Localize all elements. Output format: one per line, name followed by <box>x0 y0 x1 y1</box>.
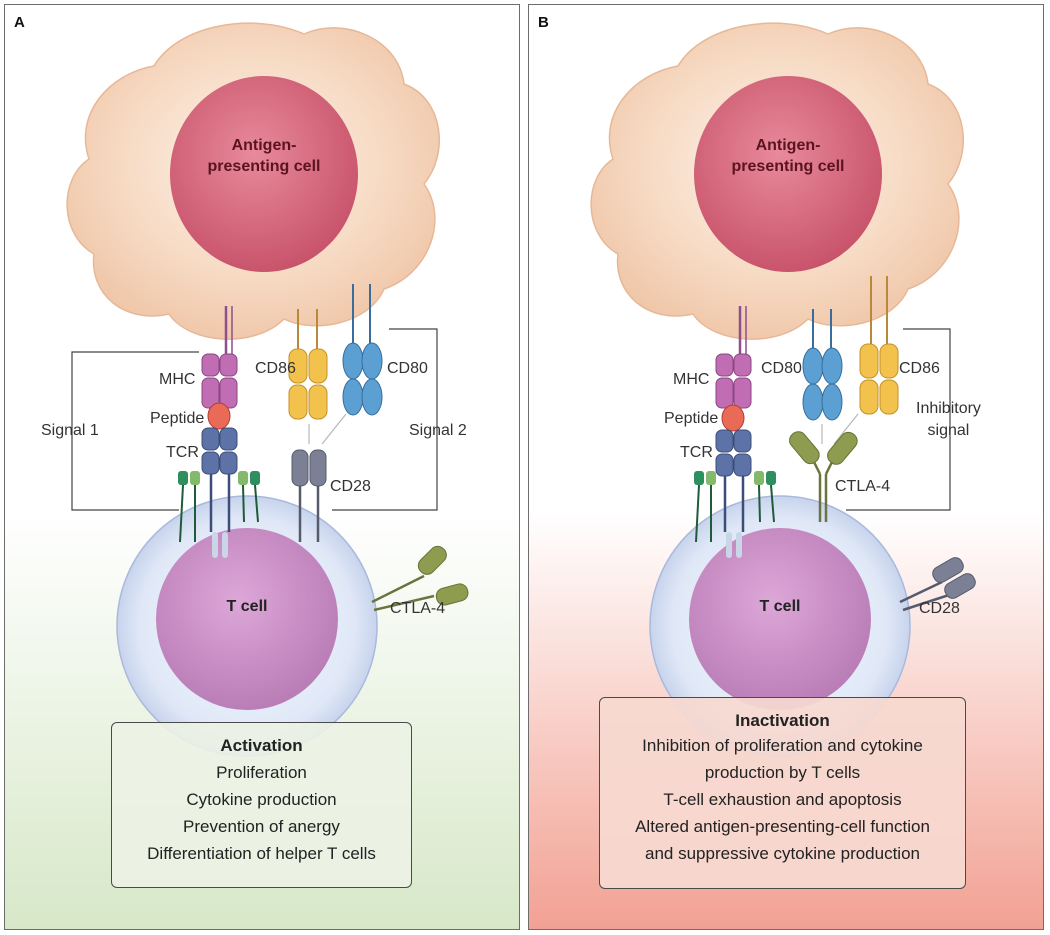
apc-label: Antigen- presenting cell <box>698 135 878 177</box>
binding-arrow-cd80-cd28 <box>321 413 347 445</box>
inactivation-item: T-cell exhaustion and apoptosis <box>663 790 902 809</box>
cd80-molecule <box>342 284 383 416</box>
cd3-accessory-molecules <box>694 471 776 543</box>
cd86-molecule <box>288 309 328 420</box>
tcr-label: TCR <box>680 444 713 461</box>
inactivation-item: Altered antigen-presenting-cell function <box>635 817 930 836</box>
inhibitory-signal-bracket <box>846 328 951 511</box>
mhc-molecule <box>715 353 752 409</box>
activation-item: Prevention of anergy <box>183 817 340 836</box>
signal1-label: Signal 1 <box>41 422 99 439</box>
cd86-label: CD86 <box>899 360 940 377</box>
ctla4-molecule <box>789 431 858 522</box>
tcr-molecule <box>715 429 752 558</box>
cd28-molecule <box>899 557 976 612</box>
apc-nucleus <box>694 76 882 272</box>
inactivation-item: and suppressive cytokine production <box>645 844 920 863</box>
activation-item: Differentiation of helper T cells <box>147 844 376 863</box>
ctla4-molecule <box>371 545 469 612</box>
ctla4-label: CTLA-4 <box>835 478 891 495</box>
cd80-molecule <box>802 309 843 421</box>
apc-label-line2: presenting cell <box>731 158 845 175</box>
tcell-nucleus <box>689 528 871 710</box>
cd28-label: CD28 <box>330 478 371 495</box>
cd86-molecule <box>859 276 899 415</box>
activation-title: Activation <box>220 736 303 755</box>
binding-arrow-cd86-ctla4 <box>833 413 859 445</box>
cd3-accessory-molecules <box>178 471 260 543</box>
inhibitory-line1: Inhibitory <box>916 400 981 417</box>
mhc-label: MHC <box>673 371 710 388</box>
apc-label: Antigen- presenting cell <box>174 135 354 177</box>
tcell-label: T cell <box>759 598 801 615</box>
inactivation-box: Inactivation Inhibition of proliferation… <box>599 697 966 889</box>
apc-label-line1: Antigen- <box>231 137 297 154</box>
tcell-label: T cell <box>226 598 268 615</box>
mhc-label: MHC <box>159 371 196 388</box>
ctla4-label: CTLA-4 <box>390 600 446 617</box>
activation-item: Proliferation <box>216 763 307 782</box>
peptide-label: Peptide <box>664 410 719 427</box>
apc-nucleus <box>170 76 358 272</box>
signal1-bracket <box>71 351 199 511</box>
peptide-label: Peptide <box>150 410 205 427</box>
inactivation-item: production by T cells <box>704 763 861 782</box>
panel-a-letter: A <box>14 14 25 31</box>
inactivation-item: Inhibition of proliferation and cytokine <box>642 736 923 755</box>
tcr-label: TCR <box>166 444 199 461</box>
cd28-label: CD28 <box>919 600 960 617</box>
inhibitory-line2: signal <box>927 422 970 439</box>
tcr-molecule <box>201 427 238 558</box>
cd80-label: CD80 <box>761 360 802 377</box>
apc-label-line2: presenting cell <box>207 158 321 175</box>
peptide-molecule <box>207 402 231 430</box>
apc-label-line1: Antigen- <box>755 137 821 154</box>
signal2-label: Signal 2 <box>409 422 467 439</box>
signal2-bracket <box>332 328 438 511</box>
activation-box: Activation Proliferation Cytokine produc… <box>111 722 412 888</box>
cd28-molecule <box>291 449 327 542</box>
inactivation-title: Inactivation <box>735 711 830 730</box>
activation-item: Cytokine production <box>186 790 337 809</box>
cd80-label: CD80 <box>387 360 428 377</box>
panel-b-letter: B <box>538 14 549 31</box>
cd86-label: CD86 <box>255 360 296 377</box>
tcell-nucleus <box>156 528 338 710</box>
inhibitory-signal-label: Inhibitory signal <box>916 400 981 440</box>
peptide-molecule <box>721 404 745 432</box>
